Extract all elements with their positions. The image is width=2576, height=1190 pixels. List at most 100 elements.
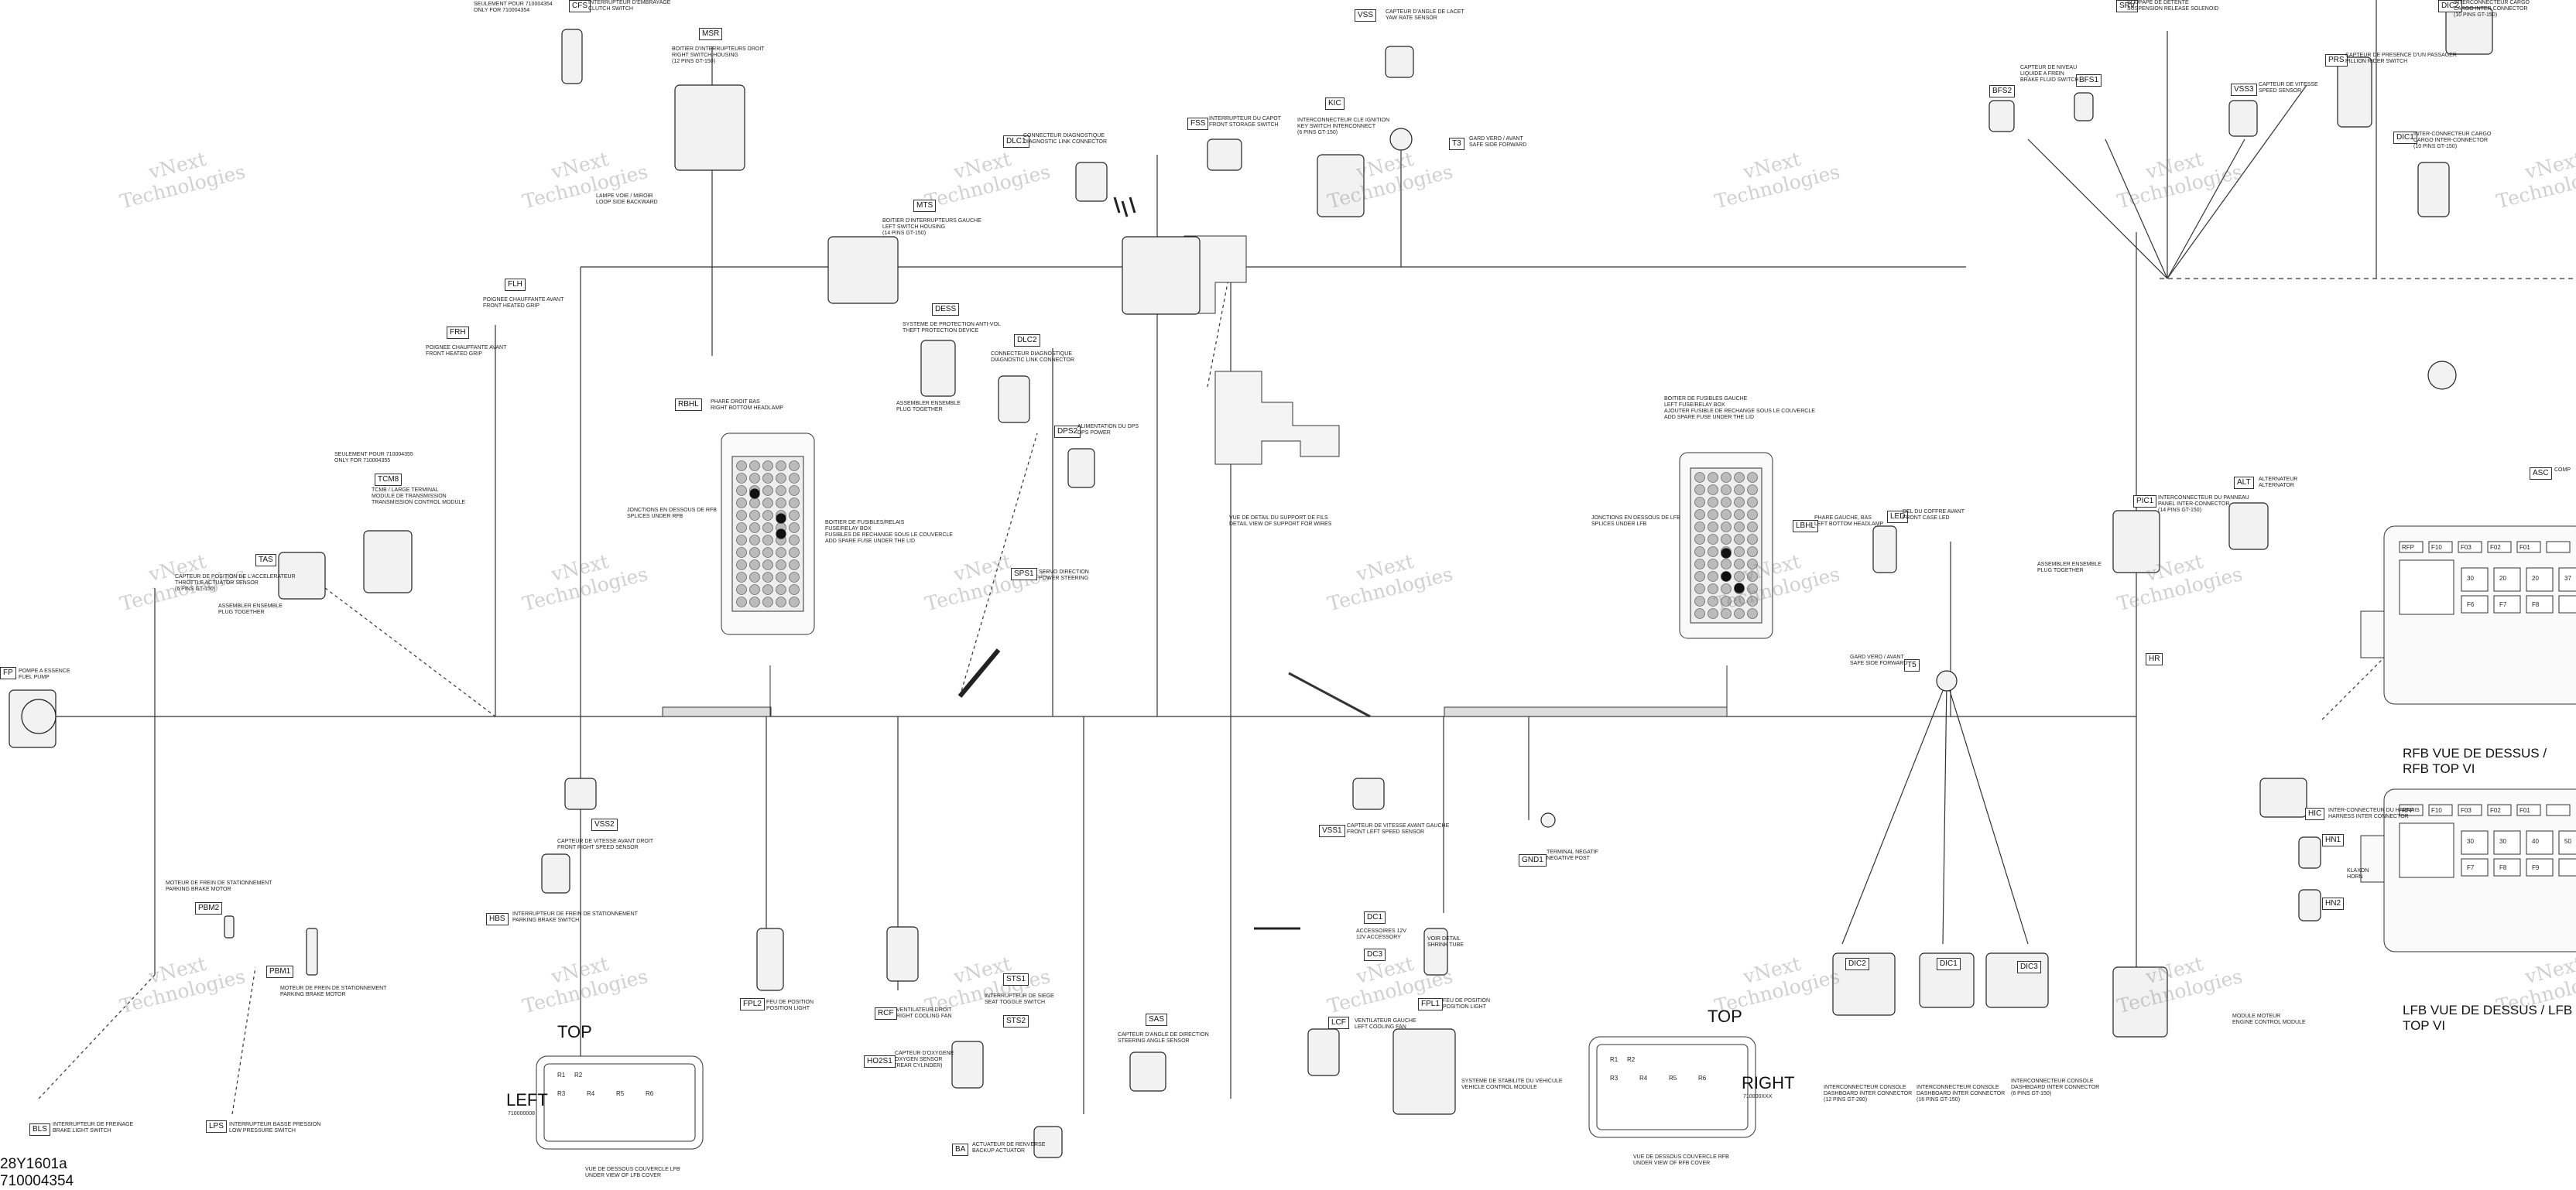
fuse-marker [1734,583,1745,593]
label-dlc2: CONNECTEUR DIAGNOSTIQUE DIAGNOSTIC LINK … [991,351,1074,363]
connector-icon [2445,7,2493,55]
label-tcm: TCMB / LARGE TERMINAL MODULE DE TRANSMIS… [372,487,466,505]
code-led: LED [1887,511,1909,523]
pin-icon [1129,197,1136,214]
label-fuse-l: BOITIER DE FUSIBLES GAUCHE LEFT FUSE/REL… [1664,396,1815,420]
fuse-number: 40 [2532,838,2539,845]
cover-left-label: LEFT [506,1090,548,1110]
fuse-number: F7 [2467,864,2475,871]
label-fp: POMPE A ESSENCE FUEL PUMP [19,669,70,680]
label-srv: SOUPAPE DE DETENTE SUSPENSION RELEASE SO… [2127,0,2219,12]
code-dc1: DC1 [1364,911,1386,924]
fuse-cell [762,485,773,496]
label-vss1: CAPTEUR DE VITESSE AVANT GAUCHE FRONT LE… [1347,823,1450,835]
relay-slot [2558,595,2576,614]
fuse-number: 30 [2467,575,2474,582]
fuse-cell [1708,571,1718,582]
rod-icon [224,915,235,939]
label-tas: CAPTEUR DE POSITION DE L'ACCELERATEUR TH… [175,574,296,592]
connector-icon [1075,162,1108,202]
connector-icon [2074,92,2094,121]
code-sts2: STS2 [1003,1015,1029,1028]
code-ho2s1: HO2S1 [864,1055,896,1068]
code-lbhl: LBHL [1793,520,1819,532]
relay-block [2399,559,2454,615]
label-vss: CAPTEUR D'ANGLE DE LACET YAW RATE SENSOR [1386,9,1464,21]
fuse-cell [789,460,800,471]
label-pbm2: MOTEUR DE FREIN DE STATIONNEMENT PARKING… [166,881,272,892]
code-dic2: DIC2 [1845,958,1869,970]
fuse-cell [789,510,800,521]
relay-slot [2461,595,2489,614]
fuse-marker [776,513,786,524]
relay-slot [2493,595,2521,614]
fuse-cell [776,473,786,484]
fuse-cell [736,498,747,508]
label-pic1: INTERCONNECTEUR DU PANNEAU PANEL INTER-C… [2158,495,2249,513]
label-sps1: SERVO DIRECTION POWER STEERING [1039,569,1089,581]
label-sas: CAPTEUR D'ANGLE DE DIRECTION STEERING AN… [1118,1032,1209,1044]
fuse-cell [776,460,786,471]
fuse-cell [736,485,747,496]
fuse-cell [776,572,786,583]
label-horn: KLAXON HORN [2347,868,2369,880]
code-dlc1: DLC1 [1003,135,1029,148]
cover-pin-label: R3 [557,1090,566,1097]
fuse-cell [1747,497,1758,508]
cover-left-top: TOP [557,1022,592,1041]
label-vss2: CAPTEUR DE VITESSE AVANT DROIT FRONT RIG… [557,839,654,850]
fuse-cell [1721,484,1732,495]
doc-id-1: 28Y1601a [0,1156,67,1172]
cover-pin-label: R2 [574,1072,583,1079]
relay-slot [2428,804,2453,816]
code-sas: SAS [1146,1014,1168,1026]
fuse-cell [789,473,800,484]
fuse-cell [762,572,773,583]
cover-pin-label: R4 [587,1090,595,1097]
relay-slot [2493,567,2521,592]
label-dic2: INTERCONNECTEUR CONSOLE DASHBOARD INTER … [1824,1085,1913,1103]
relay-slot [2399,541,2424,553]
code-msr: MSR [699,28,723,40]
connector-icon [541,853,570,894]
label-fpl1: FEU DE POSITION POSITION LIGHT [1443,998,1491,1010]
sensor-icon [1936,670,1958,692]
connector-icon [1033,1126,1063,1158]
cover-left-partno: 710000008 [508,1111,536,1116]
code-t5: T5 [1904,659,1920,672]
fuse-cell [736,535,747,545]
code-dic2-cargo: DIC2 [2438,0,2462,12]
fuse-number: F8 [2499,864,2507,871]
fan-dic1 [1942,680,1947,945]
code-vss: VSS [1355,9,1377,22]
code-hn1: HN1 [2322,834,2345,846]
fuse-number: F01 [2519,807,2530,814]
fuse-number: F10 [2431,544,2442,551]
relay-slot [2526,830,2554,855]
label-rbhl: PHARE DROIT BAS RIGHT BOTTOM HEADLAMP [711,399,783,411]
fuse-cell [776,597,786,607]
code-ba: BA [952,1144,969,1156]
fuse-cell [1734,534,1745,545]
fuse-cell [762,522,773,533]
fuse-cell [789,485,800,496]
fuse-cell [1734,596,1745,607]
connector-icon [2337,56,2372,128]
fuse-cell [749,473,760,484]
code-dic3: DIC3 [2017,961,2041,973]
fuse-cell [1747,608,1758,619]
fuse-cell [776,559,786,570]
code-kic: KIC [1325,97,1345,110]
fuse-cell [1721,583,1732,594]
code-dic1-cargo: DIC1 [2393,132,2417,144]
fuse-cell [749,510,760,521]
fuse-cell [736,510,747,521]
fuse-cell [762,510,773,521]
label-dess: SYSTEME DE PROTECTION ANTI-VOL THEFT PRO… [903,322,1001,333]
label-alt: ALTERNATEUR ALTERNATOR [2259,477,2298,488]
relay-slot [2493,830,2521,855]
cover-right-caption: VUE DE DESSOUS COUVERCLE RFB UNDER VIEW … [1633,1154,1729,1166]
fuse-cell [1694,534,1705,545]
fuse-cell [1694,559,1705,569]
relay-slot [2526,858,2554,877]
